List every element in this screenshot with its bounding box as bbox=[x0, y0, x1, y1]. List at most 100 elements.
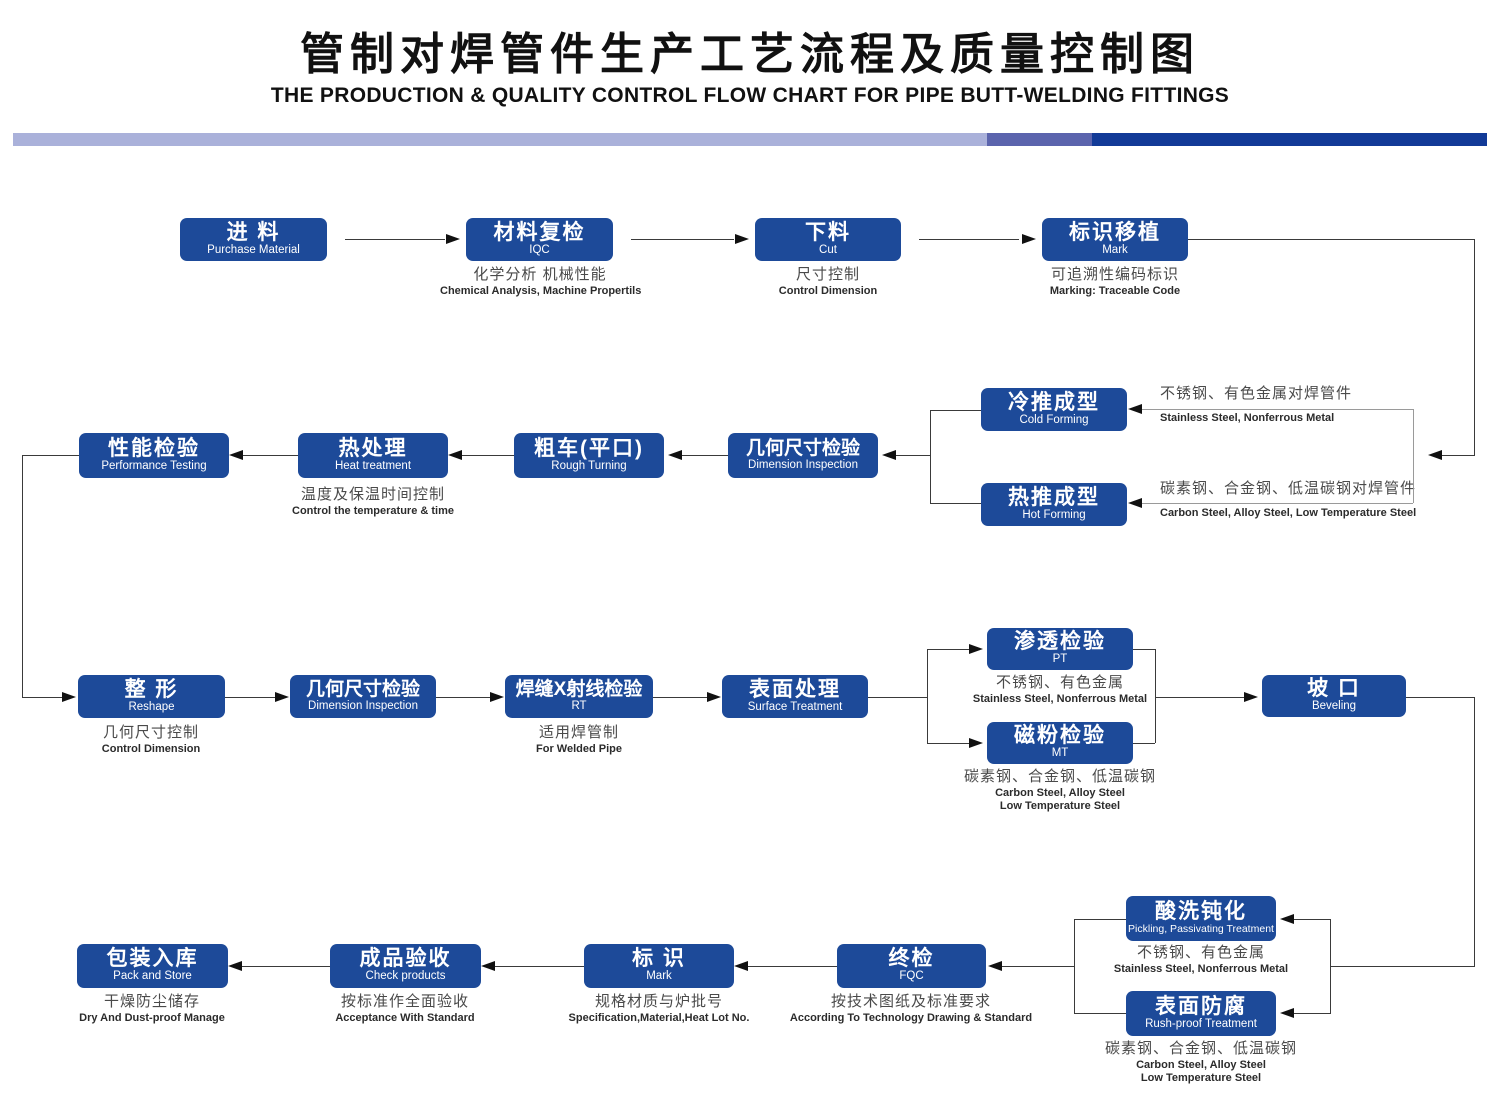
caption-mark-label-en: Specification,Material,Heat Lot No. bbox=[568, 1011, 750, 1024]
node-hot-forming-en: Hot Forming bbox=[1022, 508, 1086, 521]
node-dimension-inspection-2-zh: 几何尺寸检验 bbox=[305, 678, 420, 700]
flow-line bbox=[1474, 697, 1475, 966]
flow-line bbox=[1330, 919, 1331, 1014]
node-weld-xray-rt-zh: 焊缝X射线检验 bbox=[515, 678, 643, 700]
flow-line bbox=[927, 649, 928, 743]
header-bar-mid bbox=[987, 133, 1092, 146]
node-pack-and-store: 包装入库 Pack and Store bbox=[77, 944, 228, 988]
node-reshape-zh: 整 形 bbox=[124, 677, 179, 701]
caption-rust-proof-treatment-en2: Low Temperature Steel bbox=[1140, 1071, 1262, 1084]
node-beveling-en: Beveling bbox=[1311, 700, 1357, 713]
node-check-products: 成品验收 Check products bbox=[330, 944, 481, 988]
flow-line bbox=[1442, 455, 1475, 456]
header-bar-dark bbox=[1092, 133, 1487, 146]
node-rough-turning-zh: 粗车(平口) bbox=[534, 436, 644, 460]
node-dimension-inspection-1-zh: 几何尺寸检验 bbox=[745, 437, 860, 459]
caption-heat-treatment: 温度及保温时间控制 Control the temperature & time bbox=[273, 486, 473, 518]
arrow-left-icon bbox=[988, 961, 1002, 971]
caption-magnetic-test-mt-zh: 碳素钢、合金钢、低温碳钢 bbox=[963, 768, 1156, 785]
flow-line bbox=[1406, 697, 1475, 698]
flow-line bbox=[653, 697, 708, 698]
flow-line bbox=[1294, 1013, 1330, 1014]
arrow-left-icon bbox=[228, 961, 242, 971]
node-fqc-en: FQC bbox=[899, 970, 924, 983]
bracket-line bbox=[1142, 503, 1413, 504]
flow-line bbox=[1330, 966, 1475, 967]
arrow-left-icon bbox=[734, 961, 748, 971]
node-mark-transfer-zh: 标识移植 bbox=[1069, 220, 1161, 244]
caption-magnetic-test-mt-en: Carbon Steel, Alloy Steel bbox=[995, 786, 1125, 799]
caption-pickling-passivating-zh: 不锈钢、有色金属 bbox=[1136, 944, 1265, 961]
caption-iqc-zh: 化学分析 机械性能 bbox=[473, 266, 607, 283]
node-performance-testing: 性能检验 Performance Testing bbox=[79, 433, 229, 478]
node-pack-and-store-zh: 包装入库 bbox=[106, 947, 199, 971]
node-surface-treatment: 表面处理 Surface Treatment bbox=[722, 675, 868, 718]
node-rust-proof-treatment: 表面防腐 Rush-proof Treatment bbox=[1126, 991, 1276, 1036]
node-rough-turning: 粗车(平口) Rough Turning bbox=[514, 433, 664, 478]
node-check-products-en: Check products bbox=[365, 970, 446, 983]
node-purchase-material: 进 料 Purchase Material bbox=[180, 218, 327, 261]
node-dimension-inspection-1-en: Dimension Inspection bbox=[748, 458, 858, 471]
caption-penetrant-test-pt: 不锈钢、有色金属 Stainless Steel, Nonferrous Met… bbox=[960, 674, 1160, 706]
caption-weld-xray-rt-zh: 适用焊管制 bbox=[538, 724, 619, 741]
caption-iqc: 化学分析 机械性能 Chemical Analysis, Machine Pro… bbox=[440, 266, 641, 298]
flow-line bbox=[927, 743, 969, 744]
caption-pack-and-store: 干燥防尘储存 Dry And Dust-proof Manage bbox=[52, 993, 252, 1025]
node-heat-treatment-zh: 热处理 bbox=[338, 436, 408, 460]
node-pack-and-store-en: Pack and Store bbox=[113, 970, 192, 983]
caption-magnetic-test-mt: 碳素钢、合金钢、低温碳钢 Carbon Steel, Alloy Steel L… bbox=[960, 768, 1160, 813]
flow-line bbox=[1074, 1013, 1126, 1014]
caption-pack-and-store-en: Dry And Dust-proof Manage bbox=[79, 1011, 225, 1024]
flow-line bbox=[495, 966, 584, 967]
caption-penetrant-test-pt-zh: 不锈钢、有色金属 bbox=[995, 674, 1124, 691]
caption-weld-xray-rt: 适用焊管制 For Welded Pipe bbox=[479, 724, 679, 756]
node-mark-transfer-en: Mark bbox=[1102, 243, 1128, 256]
node-beveling-zh: 坡 口 bbox=[1307, 677, 1361, 701]
node-weld-xray-rt: 焊缝X射线检验 RT bbox=[505, 675, 653, 718]
node-purchase-material-zh: 进 料 bbox=[226, 220, 281, 244]
flow-line bbox=[1155, 649, 1156, 743]
label-hot-forming-material-en: Carbon Steel, Alloy Steel, Low Temperatu… bbox=[1160, 507, 1417, 519]
flow-line bbox=[225, 697, 276, 698]
node-heat-treatment-en: Heat treatment bbox=[334, 459, 412, 472]
flow-line bbox=[930, 410, 931, 503]
arrow-left-icon bbox=[882, 450, 896, 460]
node-check-products-zh: 成品验收 bbox=[359, 947, 452, 971]
arrow-right-icon bbox=[62, 692, 76, 702]
page-subtitle: THE PRODUCTION & QUALITY CONTROL FLOW CH… bbox=[270, 84, 1230, 107]
caption-check-products-en: Acceptance With Standard bbox=[335, 1011, 475, 1024]
bracket-line bbox=[1413, 409, 1414, 503]
node-iqc-zh: 材料复检 bbox=[493, 220, 586, 244]
flow-line bbox=[242, 966, 330, 967]
flow-line bbox=[22, 455, 23, 697]
arrow-right-icon bbox=[969, 644, 983, 654]
node-cut-zh: 下料 bbox=[805, 220, 851, 244]
caption-pack-and-store-zh: 干燥防尘储存 bbox=[103, 993, 200, 1010]
flow-line bbox=[930, 410, 981, 411]
node-cut: 下料 Cut bbox=[755, 218, 901, 261]
label-cold-forming-material: 不锈钢、有色金属对焊管件 bbox=[1160, 385, 1352, 404]
node-iqc-en: IQC bbox=[529, 243, 550, 256]
arrow-left-icon bbox=[1428, 450, 1442, 460]
caption-penetrant-test-pt-en: Stainless Steel, Nonferrous Metal bbox=[972, 692, 1148, 705]
node-purchase-material-en: Purchase Material bbox=[207, 243, 300, 256]
arrow-right-icon bbox=[1022, 234, 1036, 244]
node-iqc: 材料复检 IQC bbox=[466, 218, 613, 261]
node-dimension-inspection-1: 几何尺寸检验 Dimension Inspection bbox=[728, 433, 878, 478]
node-penetrant-test-pt-en: PT bbox=[1052, 653, 1068, 666]
header-bar-light bbox=[13, 133, 987, 146]
node-performance-testing-zh: 性能检验 bbox=[108, 436, 200, 460]
node-surface-treatment-en: Surface Treatment bbox=[747, 700, 843, 713]
arrow-left-icon bbox=[229, 450, 243, 460]
label-hot-forming-material-zh: 碳素钢、合金钢、低温碳钢对焊管件 bbox=[1160, 480, 1417, 497]
node-fqc: 终检 FQC bbox=[837, 944, 986, 988]
label-hot-forming-material: 碳素钢、合金钢、低温碳钢对焊管件 bbox=[1160, 480, 1416, 499]
flow-line bbox=[919, 239, 1019, 240]
node-reshape: 整 形 Reshape bbox=[78, 675, 225, 718]
arrow-right-icon bbox=[707, 692, 721, 702]
node-rust-proof-treatment-en: Rush-proof Treatment bbox=[1145, 1017, 1257, 1030]
flow-line bbox=[1188, 239, 1475, 240]
node-magnetic-test-mt: 磁粉检验 MT bbox=[987, 722, 1133, 764]
caption-mark-transfer-zh: 可追溯性编码标识 bbox=[1050, 266, 1179, 283]
flow-line bbox=[22, 697, 62, 698]
